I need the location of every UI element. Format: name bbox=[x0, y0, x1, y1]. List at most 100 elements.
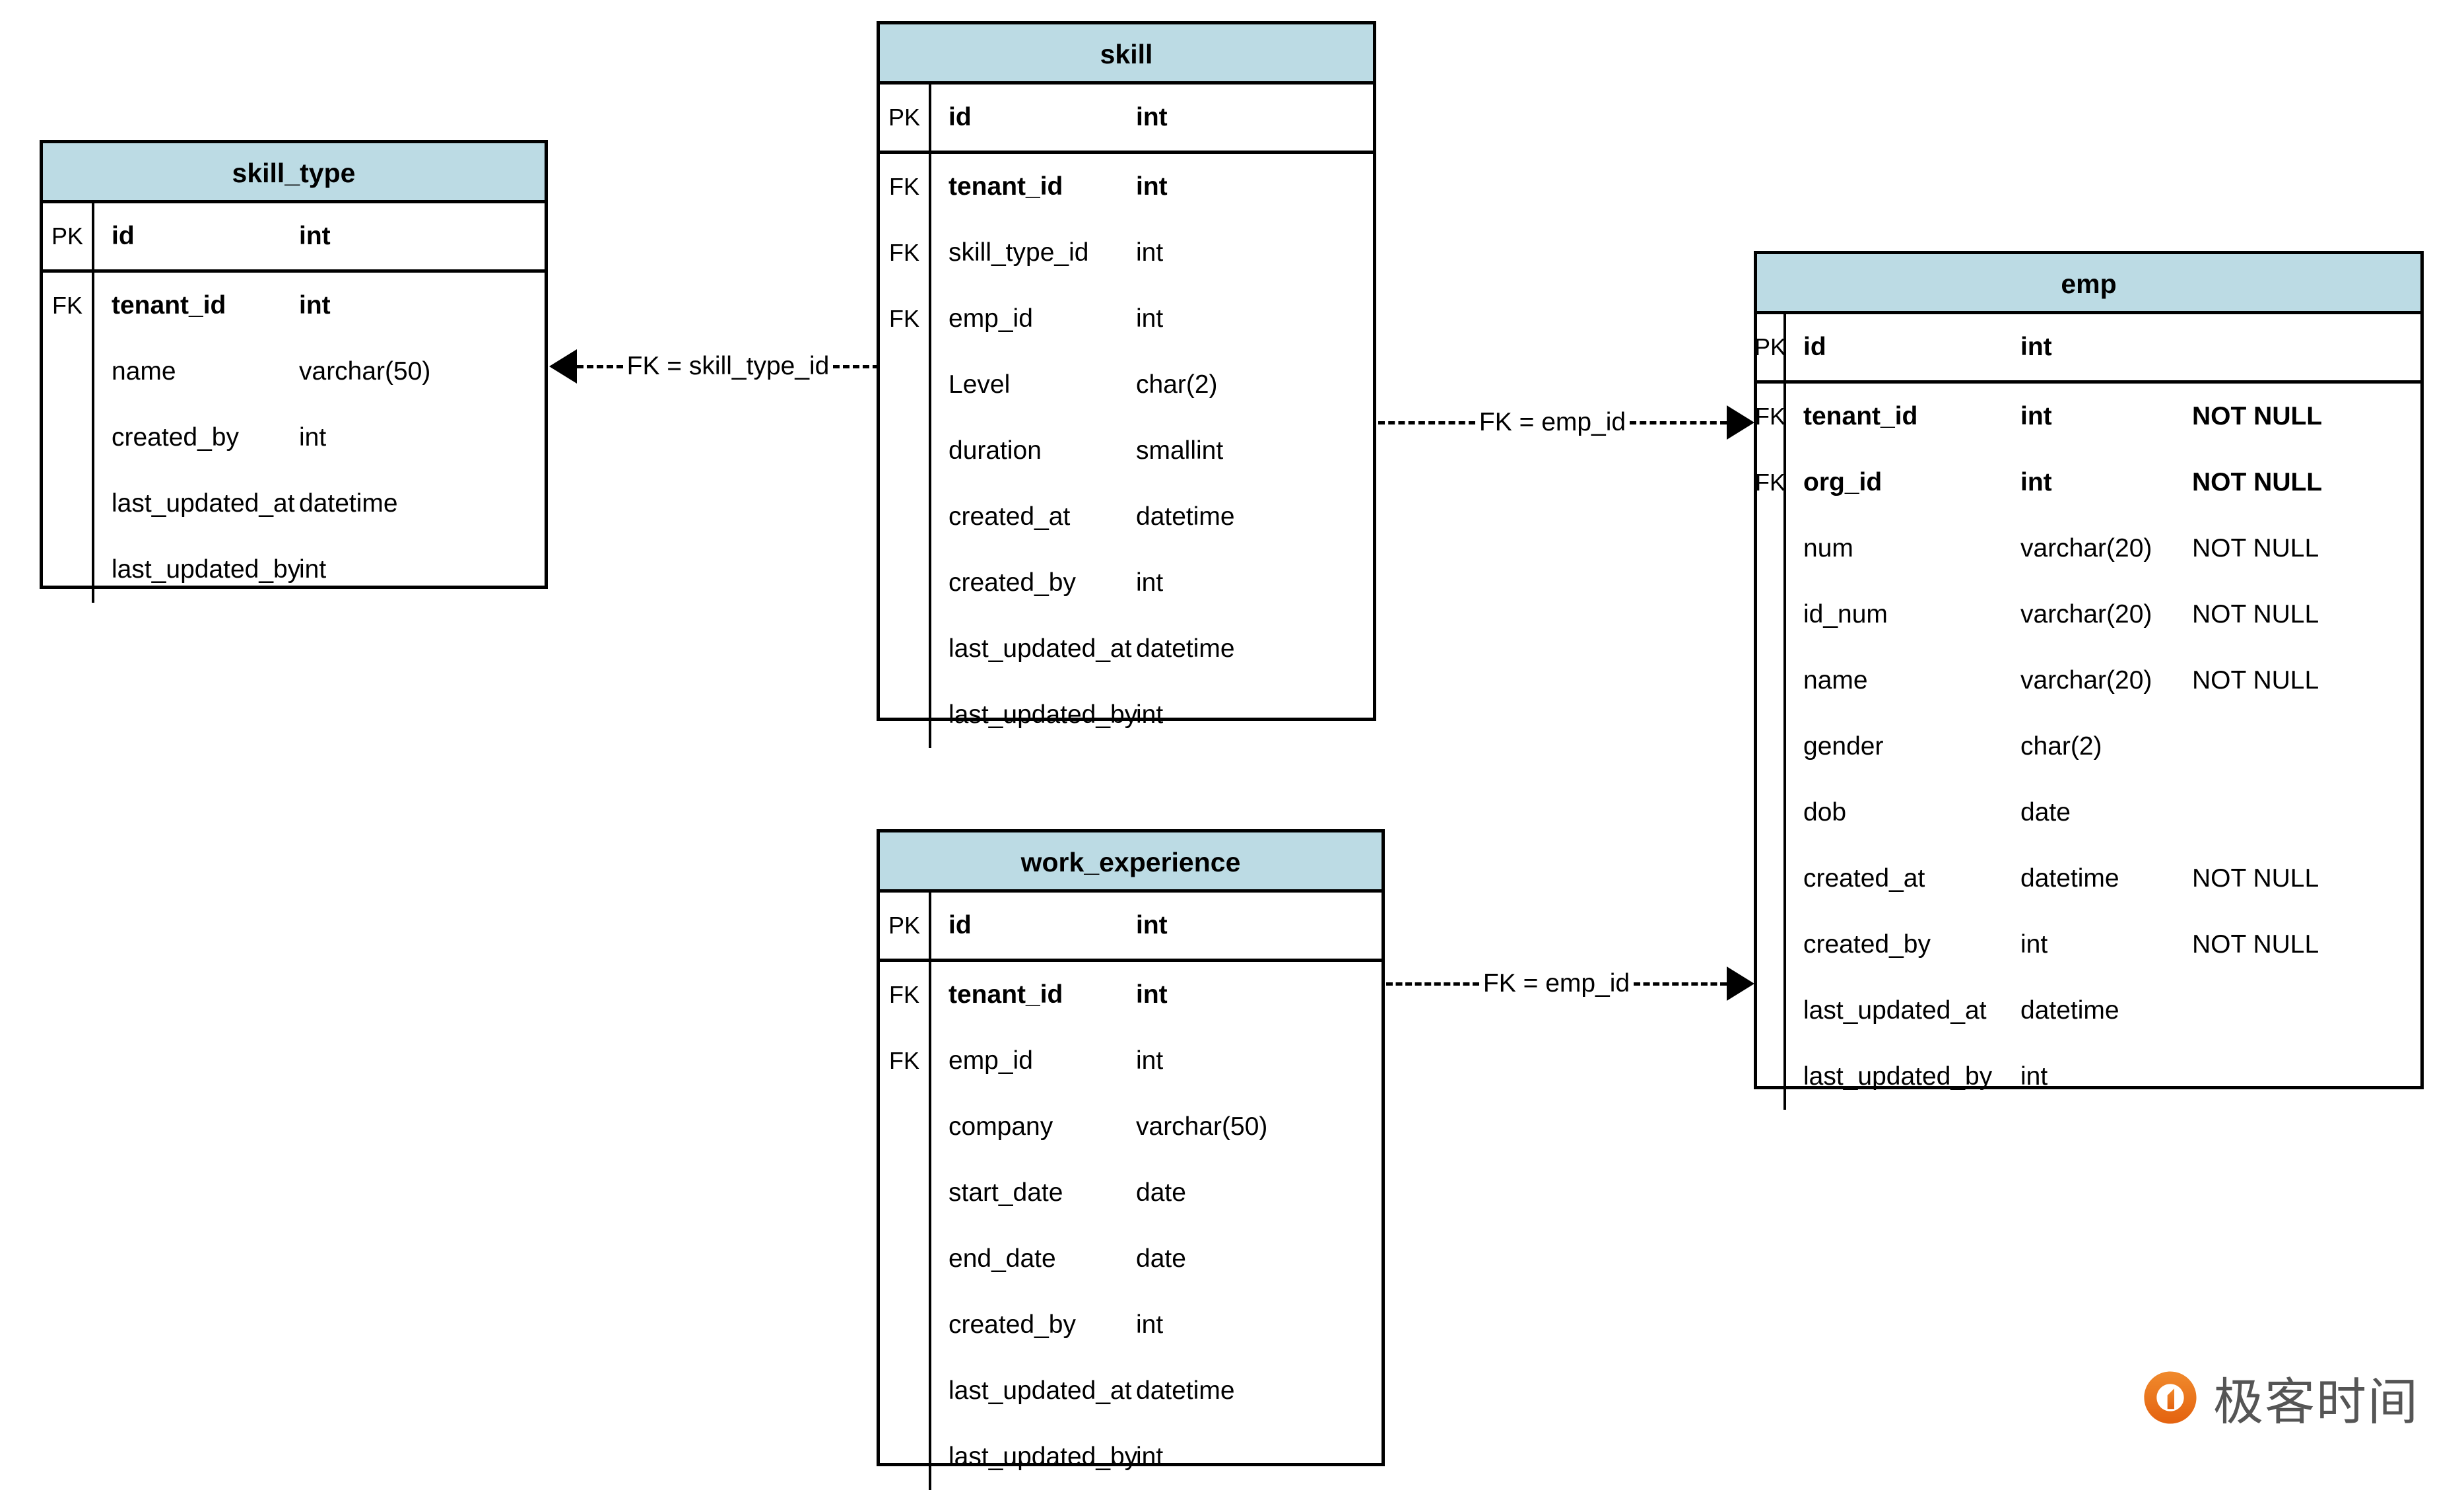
connector-line bbox=[833, 364, 880, 368]
field-name: name bbox=[1803, 666, 1868, 695]
table-row[interactable]: FK tenant_id int NOT NULL bbox=[1755, 384, 2420, 450]
field-name: last_updated_by bbox=[949, 700, 1138, 729]
entity-emp[interactable]: emp PK id int FK tenant_id int NOT NULL … bbox=[1754, 251, 2424, 1110]
relationship-skill-to-skill-type[interactable]: FK = skill_type_id bbox=[549, 349, 880, 384]
field-type: varchar(50) bbox=[299, 357, 431, 386]
relationship-label: FK = skill_type_id bbox=[622, 352, 834, 381]
table-row[interactable]: last_updated_at datetime bbox=[43, 471, 545, 537]
field-name: emp_id bbox=[949, 304, 1033, 333]
field-type: char(2) bbox=[1136, 370, 1218, 399]
table-row[interactable]: PK id int bbox=[880, 85, 1373, 151]
table-row[interactable]: created_at datetime NOT NULL bbox=[1757, 846, 2420, 912]
key-badge bbox=[880, 484, 931, 550]
key-badge bbox=[1757, 582, 1786, 648]
table-row[interactable]: created_at datetime bbox=[880, 484, 1373, 550]
field-name: tenant_id bbox=[949, 172, 1063, 201]
table-row[interactable]: FK tenant_id int bbox=[880, 154, 1373, 220]
field-constraint: NOT NULL bbox=[2192, 468, 2323, 496]
table-row[interactable]: id_num varchar(20) NOT NULL bbox=[1757, 582, 2420, 648]
key-badge bbox=[880, 1358, 931, 1424]
key-badge-fk: FK bbox=[880, 220, 931, 286]
key-badge bbox=[1757, 714, 1786, 780]
table-row[interactable]: Level char(2) bbox=[880, 352, 1373, 418]
field-type: datetime bbox=[1136, 634, 1235, 663]
entity-work-experience[interactable]: work_experience PK id int FK tenant_id i… bbox=[877, 829, 1385, 1490]
field-type: int bbox=[1136, 568, 1164, 597]
key-badge bbox=[880, 550, 931, 616]
key-badge bbox=[1757, 978, 1786, 1044]
table-row[interactable]: start_date date bbox=[880, 1160, 1382, 1226]
field-type: int bbox=[1136, 1310, 1164, 1339]
field-type: datetime bbox=[2020, 996, 2119, 1025]
field-constraint: NOT NULL bbox=[2192, 864, 2319, 893]
table-row[interactable]: PK id int bbox=[1754, 314, 2420, 380]
key-badge-fk: FK bbox=[880, 962, 931, 1028]
table-row[interactable]: PK id int bbox=[43, 203, 545, 269]
table-row[interactable]: created_by int bbox=[43, 405, 545, 471]
table-row[interactable]: FK emp_id int bbox=[880, 286, 1373, 352]
field-type: datetime bbox=[2020, 864, 2119, 893]
entity-skill[interactable]: skill PK id int FK tenant_id int FK skil… bbox=[877, 21, 1376, 748]
table-row[interactable]: FK skill_type_id int bbox=[880, 220, 1373, 286]
entity-title-skill: skill bbox=[880, 24, 1373, 85]
table-row[interactable]: last_updated_by int bbox=[880, 682, 1373, 748]
field-constraint: NOT NULL bbox=[2192, 666, 2319, 695]
field-type: int bbox=[299, 555, 327, 584]
table-row[interactable]: end_date date bbox=[880, 1226, 1382, 1292]
field-name: last_updated_by bbox=[112, 555, 301, 584]
connector-line bbox=[577, 364, 623, 368]
field-name: Level bbox=[949, 370, 1011, 399]
table-row[interactable]: FK org_id int NOT NULL bbox=[1755, 450, 2420, 516]
relationship-skill-to-emp[interactable]: FK = emp_id bbox=[1378, 405, 1755, 440]
table-row[interactable]: num varchar(20) NOT NULL bbox=[1757, 516, 2420, 582]
field-name: last_updated_at bbox=[112, 489, 295, 518]
field-name: gender bbox=[1803, 732, 1884, 761]
field-type: varchar(50) bbox=[1136, 1112, 1268, 1141]
field-type: int bbox=[1136, 700, 1164, 729]
field-type: datetime bbox=[1136, 502, 1235, 531]
field-type: int bbox=[1136, 980, 1168, 1009]
field-constraint: NOT NULL bbox=[2192, 402, 2323, 430]
key-badge bbox=[880, 616, 931, 682]
table-row[interactable]: duration smallint bbox=[880, 418, 1373, 484]
field-name: created_by bbox=[112, 423, 239, 452]
field-name: num bbox=[1803, 534, 1853, 562]
table-row[interactable]: gender char(2) bbox=[1757, 714, 2420, 780]
entity-skill-type[interactable]: skill_type PK id int FK tenant_id int na… bbox=[40, 140, 548, 603]
table-row[interactable]: name varchar(20) NOT NULL bbox=[1757, 648, 2420, 714]
table-row[interactable]: company varchar(50) bbox=[880, 1094, 1382, 1160]
field-name: created_by bbox=[949, 1310, 1076, 1339]
watermark-text: 极客时间 bbox=[2213, 1373, 2419, 1431]
relationship-work-experience-to-emp[interactable]: FK = emp_id bbox=[1386, 966, 1755, 1001]
table-row[interactable]: FK tenant_id int bbox=[43, 273, 545, 339]
field-name: created_by bbox=[949, 568, 1076, 597]
primary-key-section: PK id int bbox=[43, 203, 545, 273]
field-type: int bbox=[299, 222, 331, 250]
table-row[interactable]: last_updated_by int bbox=[1757, 1044, 2420, 1110]
key-badge-fk: FK bbox=[1755, 450, 1786, 516]
table-row[interactable]: last_updated_by int bbox=[880, 1424, 1382, 1490]
field-list: FK tenant_id int NOT NULL FK org_id int … bbox=[1755, 384, 2420, 1110]
connector-line bbox=[1630, 421, 1727, 424]
primary-key-section: PK id int bbox=[880, 85, 1373, 154]
table-row[interactable]: name varchar(50) bbox=[43, 339, 545, 405]
table-row[interactable]: last_updated_at datetime bbox=[880, 1358, 1382, 1424]
key-badge bbox=[43, 405, 94, 471]
table-row[interactable]: FK tenant_id int bbox=[880, 962, 1382, 1028]
field-name: emp_id bbox=[949, 1046, 1033, 1075]
key-badge bbox=[880, 1094, 931, 1160]
table-row[interactable]: PK id int bbox=[880, 893, 1382, 959]
table-row[interactable]: dob date bbox=[1757, 780, 2420, 846]
table-row[interactable]: created_by int bbox=[880, 550, 1373, 616]
table-row[interactable]: last_updated_by int bbox=[43, 537, 545, 603]
table-row[interactable]: last_updated_at datetime bbox=[1757, 978, 2420, 1044]
table-row[interactable]: created_by int NOT NULL bbox=[1757, 912, 2420, 978]
key-badge bbox=[880, 682, 931, 748]
field-type: datetime bbox=[1136, 1376, 1235, 1405]
key-badge bbox=[880, 418, 931, 484]
arrow-right-icon bbox=[1727, 966, 1755, 1001]
table-row[interactable]: last_updated_at datetime bbox=[880, 616, 1373, 682]
field-list: FK tenant_id int FK emp_id int company v… bbox=[880, 962, 1382, 1490]
table-row[interactable]: FK emp_id int bbox=[880, 1028, 1382, 1094]
table-row[interactable]: created_by int bbox=[880, 1292, 1382, 1358]
